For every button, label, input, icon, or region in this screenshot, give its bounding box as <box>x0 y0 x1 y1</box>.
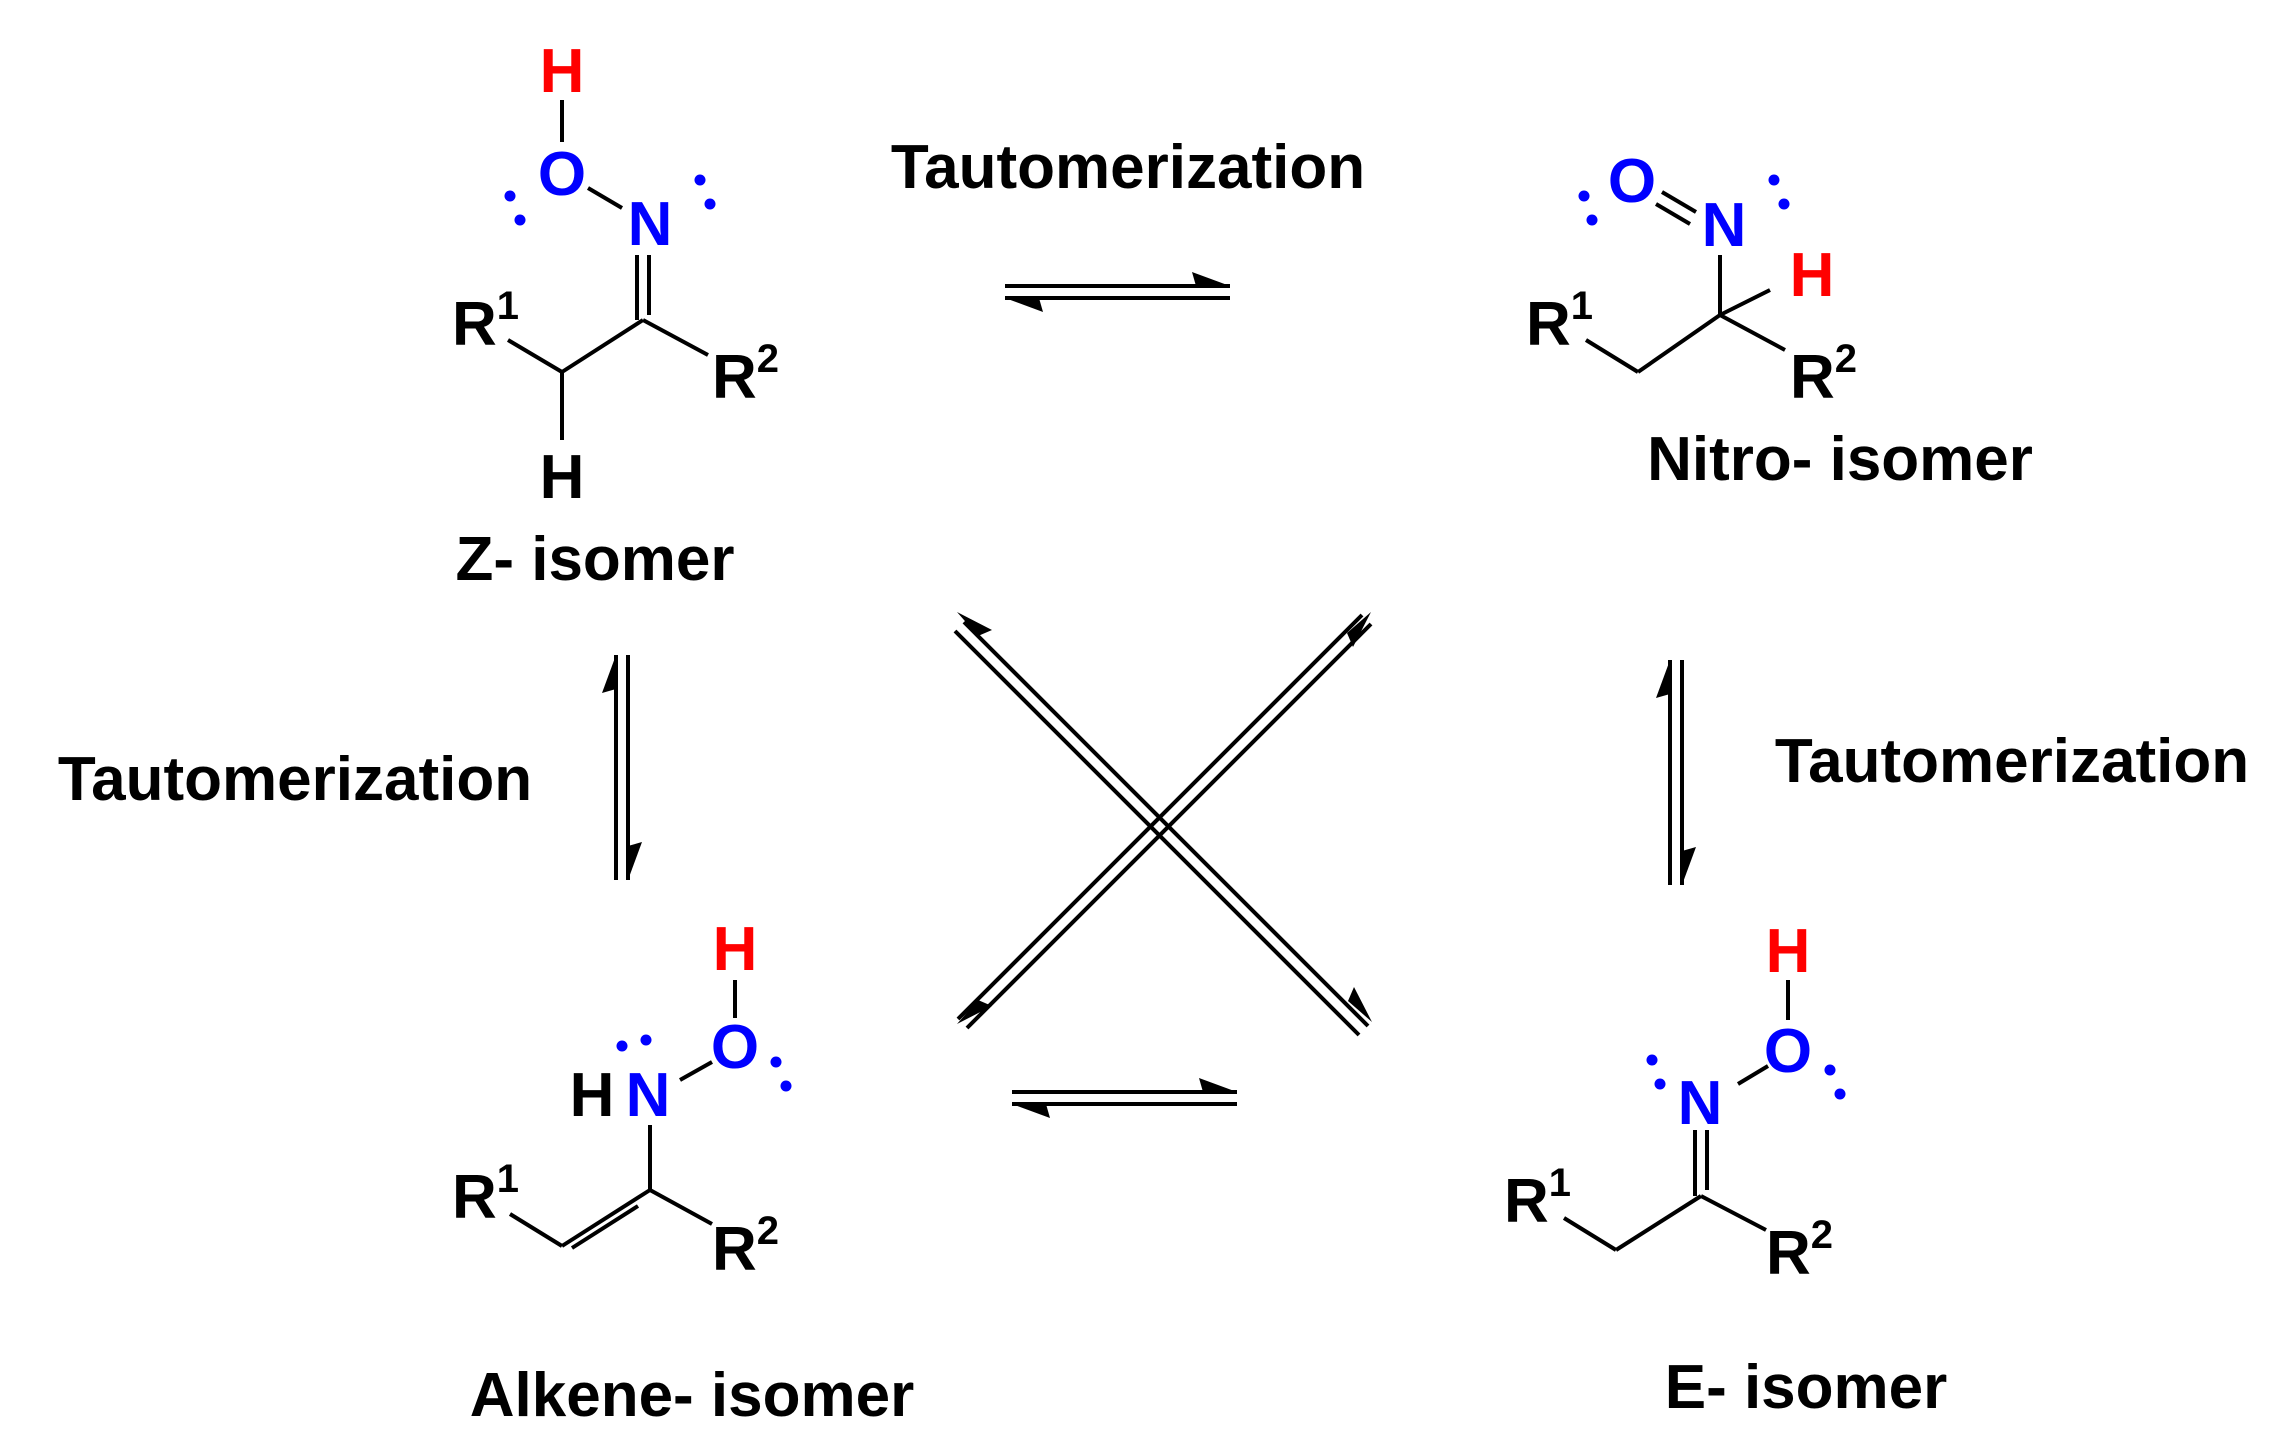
e-nitrogen-lone-pair <box>1646 1054 1666 1090</box>
alkene-hydroxyl-h: H <box>713 915 758 984</box>
alkene-oxygen: O <box>711 1013 759 1082</box>
nitro-c-r2-bond <box>1719 313 1786 352</box>
z-isomer-label: Z- isomer <box>455 525 734 594</box>
nitro-c-h-bond <box>1719 288 1771 317</box>
top-equilibrium-arrows: Tautomerization <box>891 133 1365 312</box>
nitro-nitrogen: N <box>1702 191 1747 260</box>
alkene-nitrogen-lone-pair <box>616 1034 652 1052</box>
z-nitrogen: N <box>628 190 673 259</box>
alkene-oxygen-lone-pair <box>770 1056 792 1092</box>
z-oxygen: O <box>538 140 586 209</box>
e-oxygen: O <box>1764 1017 1812 1086</box>
nitro-o-n-double-bond-b <box>1654 202 1692 226</box>
left-tautomerization-label: Tautomerization <box>58 745 532 814</box>
z-hydroxyl-h: H <box>540 37 585 106</box>
alkene-isomer-structure: H O H N R1 R2 Alkene- isomer <box>452 915 914 1430</box>
alkene-r1: R1 <box>452 1157 519 1232</box>
e-ch2-r1-bond <box>1562 1216 1618 1252</box>
nitro-r1: R1 <box>1526 284 1593 359</box>
nitro-c-ch2-bond <box>1636 313 1722 374</box>
e-isomer-label: E- isomer <box>1665 1353 1948 1422</box>
z-ch-r1-bond <box>506 338 564 374</box>
e-r2: R2 <box>1766 1213 1833 1288</box>
top-tautomerization-label: Tautomerization <box>891 133 1365 202</box>
alkene-c-c-double-bond-a <box>560 1188 652 1248</box>
z-o-n-bond <box>586 186 624 210</box>
e-n-o-bond <box>1736 1064 1770 1086</box>
right-equilibrium-arrows: Tautomerization <box>1656 660 2249 885</box>
e-hydroxyl-h: H <box>1766 917 1811 986</box>
e-c-r2-bond <box>1700 1194 1767 1232</box>
z-c-r2-bond <box>642 318 709 357</box>
z-oxygen-lone-pair <box>504 190 526 226</box>
nitro-oxygen-lone-pair <box>1578 190 1598 226</box>
nitro-isomer-structure: O N H R1 R2 Nitro- isomer <box>1526 147 2033 494</box>
e-isomer-structure: H O N R1 R2 E- isomer <box>1504 917 1947 1422</box>
alkene-nh-h: H <box>570 1061 615 1130</box>
z-r1: R1 <box>452 284 519 359</box>
nitro-oxygen: O <box>1608 147 1656 216</box>
e-c-ch2-bond <box>1614 1194 1703 1252</box>
alkene-c-c-double-bond-b <box>570 1204 640 1250</box>
diagonal-nitro-alkene-equilibrium-arrows <box>956 612 1373 1030</box>
alkene-ch-r1-bond <box>508 1212 564 1248</box>
nitro-nitrogen-lone-pair <box>1768 174 1790 210</box>
nitro-alpha-h: H <box>1790 241 1835 310</box>
z-r2: R2 <box>712 337 779 412</box>
diagonal-z-e-equilibrium-arrows <box>953 612 1372 1037</box>
e-r1: R1 <box>1504 1161 1571 1236</box>
nitro-o-n-double-bond-a <box>1660 190 1698 214</box>
nitro-isomer-label: Nitro- isomer <box>1647 425 2033 494</box>
nitro-ch2-r1-bond <box>1584 338 1640 374</box>
nitro-r2: R2 <box>1790 337 1857 412</box>
alkene-n-o-bond <box>679 1060 713 1082</box>
alkene-nitrogen: N <box>626 1061 671 1130</box>
z-nitrogen-lone-pair <box>694 174 716 210</box>
right-tautomerization-label: Tautomerization <box>1775 727 2249 796</box>
z-isomer-structure: H O N R1 R2 H Z- isomer <box>452 37 779 594</box>
alkene-c-r2-bond <box>649 1188 713 1226</box>
z-c-ch-bond <box>560 318 645 374</box>
left-equilibrium-arrows: Tautomerization <box>58 655 642 880</box>
alkene-r2: R2 <box>712 1209 779 1284</box>
bottom-equilibrium-arrows <box>1012 1078 1237 1118</box>
z-methine-h: H <box>540 443 585 512</box>
e-nitrogen: N <box>1678 1069 1723 1138</box>
e-oxygen-lone-pair <box>1824 1064 1846 1100</box>
alkene-isomer-label: Alkene- isomer <box>470 1361 915 1430</box>
